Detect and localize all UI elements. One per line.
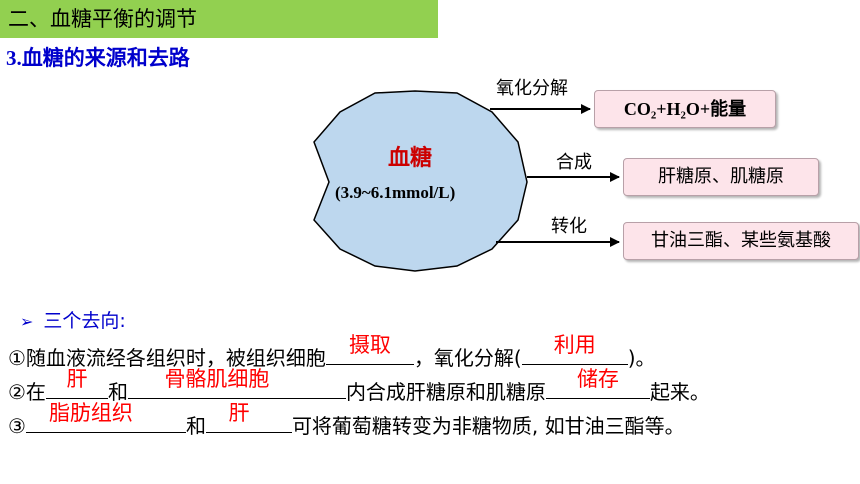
- line3-text-c: 可将葡萄糖转变为非糖物质, 如甘油三酯等。: [291, 414, 685, 438]
- answer-2-2: 骨骼肌细胞: [164, 367, 270, 391]
- blank-3-1: 脂肪组织: [25, 401, 186, 433]
- line3-text-b: 和: [185, 414, 206, 438]
- result-box-conversion: 甘油三酯、某些氨基酸: [623, 222, 859, 260]
- blank-2-1: 肝: [45, 367, 108, 399]
- blank-1-1: 摄取: [325, 333, 414, 365]
- line2-text-a: ②在: [8, 380, 46, 404]
- subsection-number: 3.: [6, 46, 22, 70]
- section-title: 二、血糖平衡的调节: [8, 7, 197, 31]
- fill-line-1: ①随血液流经各组织时，被组织细胞摄取 ，氧化分解( 利用 )。: [8, 333, 656, 373]
- result-box-synthesis: 肝糖原、肌糖原: [623, 158, 819, 196]
- line1-text-a: ①随血液流经各组织时，被组织细胞: [8, 346, 326, 370]
- line1-text-c: )。: [627, 346, 656, 370]
- answer-1-1: 摄取: [348, 333, 391, 357]
- line2-text-d: 起来。: [649, 380, 710, 404]
- line2-text-c: 内合成肝糖原和肌糖原: [345, 380, 546, 404]
- answer-3-1: 脂肪组织: [48, 401, 133, 425]
- bullet-arrow-icon: ➢: [20, 312, 34, 331]
- answer-2-1: 肝: [66, 367, 88, 391]
- branch-label-oxidation: 氧化分解: [496, 78, 568, 99]
- line2-text-b: 和: [107, 380, 128, 404]
- bullet-heading: ➢ 三个去向:: [20, 306, 126, 333]
- branch-label-synthesis: 合成: [556, 152, 592, 173]
- result-box-oxidation: CO₂+H₂O+能量: [594, 90, 776, 128]
- answer-2-3: 储存: [576, 367, 619, 391]
- fill-line-2: ②在肝和 骨骼肌细胞内合成肝糖原和肌糖原 储存起来。: [8, 367, 710, 407]
- fill-line-3: ③ 脂肪组织和肝可将葡萄糖转变为非糖物质, 如甘油三酯等。: [8, 401, 685, 441]
- blank-3-2: 肝: [205, 401, 292, 433]
- blank-2-3: 储存: [545, 367, 650, 399]
- answer-1-2: 利用: [553, 333, 596, 357]
- branch-label-conversion: 转化: [551, 216, 587, 237]
- bullet-title: 三个去向:: [43, 310, 126, 332]
- answer-3-2: 肝: [228, 401, 250, 425]
- blank-1-2: 利用: [521, 333, 628, 365]
- line1-text-b: ，氧化分解(: [413, 346, 522, 370]
- line3-text-a: ③: [8, 414, 26, 438]
- blood-sugar-range: (3.9~6.1mmol/L): [335, 183, 456, 202]
- blood-sugar-label: 血糖: [388, 146, 433, 171]
- section-header: 二、血糖平衡的调节: [0, 0, 438, 38]
- blank-2-2: 骨骼肌细胞: [127, 367, 346, 399]
- subsection-title: 3.血糖的来源和去路: [6, 44, 190, 72]
- subsection-text: 血糖的来源和去路: [21, 46, 190, 70]
- blood-sugar-diagram: [313, 90, 620, 272]
- blood-sugar-polygon: [313, 90, 528, 272]
